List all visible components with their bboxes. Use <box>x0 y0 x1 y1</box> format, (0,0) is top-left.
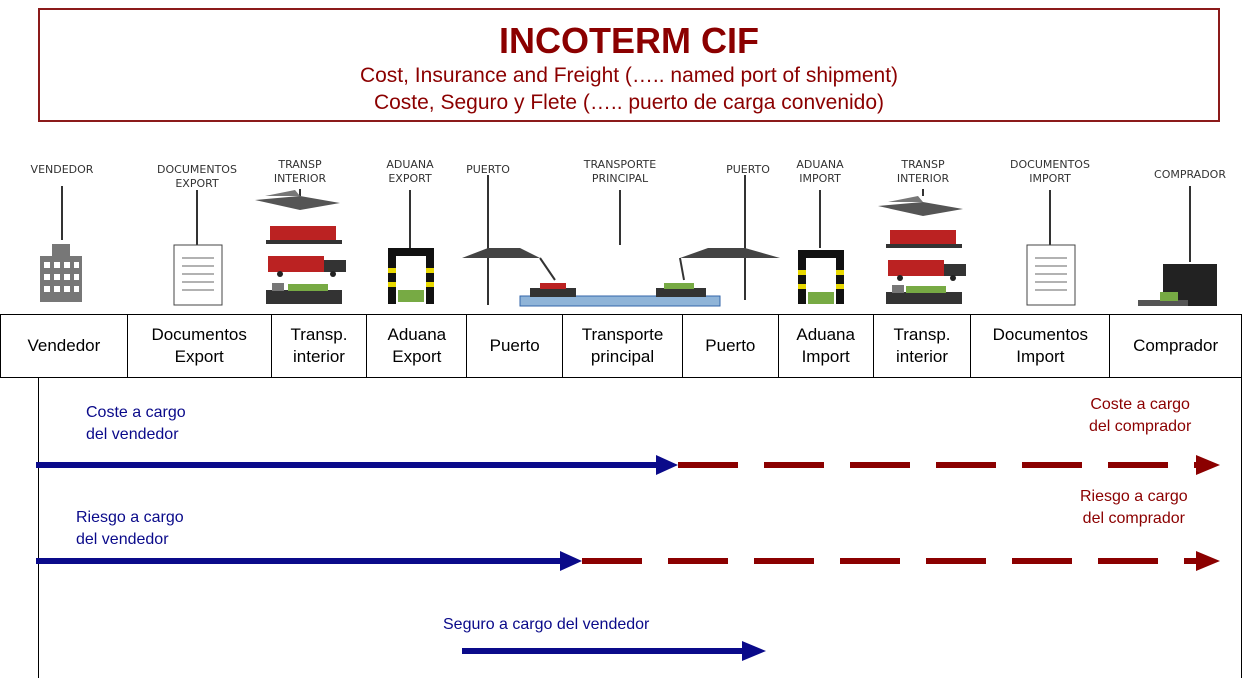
subtitle-spanish: Coste, Seguro y Flete (….. puerto de car… <box>373 91 885 114</box>
insurance-arrowhead <box>742 641 766 661</box>
icon-label-4-0: PUERTO <box>466 163 510 176</box>
cost-buyer-label: Coste a cargo del comprador <box>1089 396 1192 435</box>
column-documentos-import: Documentos Import <box>971 315 1111 377</box>
responsibility-panel <box>38 378 1242 678</box>
column-aduana-export: Aduana Export <box>367 315 468 377</box>
icon-label-2-0: TRANSP <box>277 158 322 171</box>
column-puerto-origen: Puerto <box>467 315 564 377</box>
risk-buyer-arrowhead <box>1196 551 1220 571</box>
icon-label-3-1: EXPORT <box>388 172 432 185</box>
risk-buyer-label: Riesgo a cargo del comprador <box>1080 488 1188 527</box>
subtitle-english: Cost, Insurance and Freight (….. named p… <box>359 64 899 87</box>
customs-import-icon <box>798 250 844 304</box>
icon-label-5-0: TRANSPORTE <box>583 158 657 171</box>
icon-label-7-1: IMPORT <box>799 172 841 185</box>
icon-label-0-0: VENDEDOR <box>31 163 94 176</box>
column-puerto-destino: Puerto <box>683 315 779 377</box>
icon-label-5-1: PRINCIPAL <box>592 172 649 185</box>
title-box: INCOTERM CIF Cost, Insurance and Freight… <box>38 8 1220 122</box>
page-title: INCOTERM CIF <box>499 20 759 61</box>
transport-interior-export-icon <box>255 190 346 304</box>
main-transport-icon <box>519 283 721 307</box>
building-icon <box>40 244 82 302</box>
icon-label-8-0: TRANSP <box>900 158 945 171</box>
stages-table: Vendedor Documentos Export Transp. inter… <box>0 314 1242 378</box>
pole-lines <box>61 175 1191 305</box>
column-transp-interior-export: Transp. interior <box>272 315 368 377</box>
port-right-icon <box>679 248 780 281</box>
document-import-icon <box>1026 244 1076 306</box>
customs-export-icon <box>388 248 434 304</box>
column-transp-interior-import: Transp. interior <box>874 315 972 377</box>
icon-label-8-1: INTERIOR <box>897 172 950 185</box>
warehouse-icon <box>1138 264 1217 306</box>
icon-label-9-0: DOCUMENTOS <box>1010 158 1090 171</box>
icon-label-3-0: ADUANA <box>386 158 434 171</box>
column-transporte-principal: Transporte principal <box>563 315 683 377</box>
risk-seller-arrowhead <box>560 551 582 571</box>
insurance-seller-label: Seguro a cargo del vendedor <box>443 616 650 633</box>
icon-label-10-0: COMPRADOR <box>1154 168 1226 181</box>
document-export-icon <box>173 244 223 306</box>
column-documentos-export: Documentos Export <box>128 315 272 377</box>
icon-label-1-1: EXPORT <box>175 177 219 190</box>
icon-label-9-1: IMPORT <box>1029 172 1071 185</box>
icon-label-2-1: INTERIOR <box>274 172 327 185</box>
icon-label-6-0: PUERTO <box>726 163 770 176</box>
cost-buyer-arrowhead <box>1196 455 1220 475</box>
cost-seller-label: Coste a cargo del vendedor <box>86 404 186 443</box>
port-left-icon <box>462 248 556 281</box>
icon-label-7-0: ADUANA <box>796 158 844 171</box>
risk-seller-label: Riesgo a cargo del vendedor <box>76 509 184 548</box>
column-comprador: Comprador <box>1133 336 1219 355</box>
icon-label-1-0: DOCUMENTOS <box>157 163 237 176</box>
cost-seller-arrowhead <box>656 455 678 475</box>
column-aduana-import: Aduana Import <box>779 315 874 377</box>
column-vendedor: Vendedor <box>1 315 128 377</box>
transport-interior-import-icon <box>878 196 966 304</box>
